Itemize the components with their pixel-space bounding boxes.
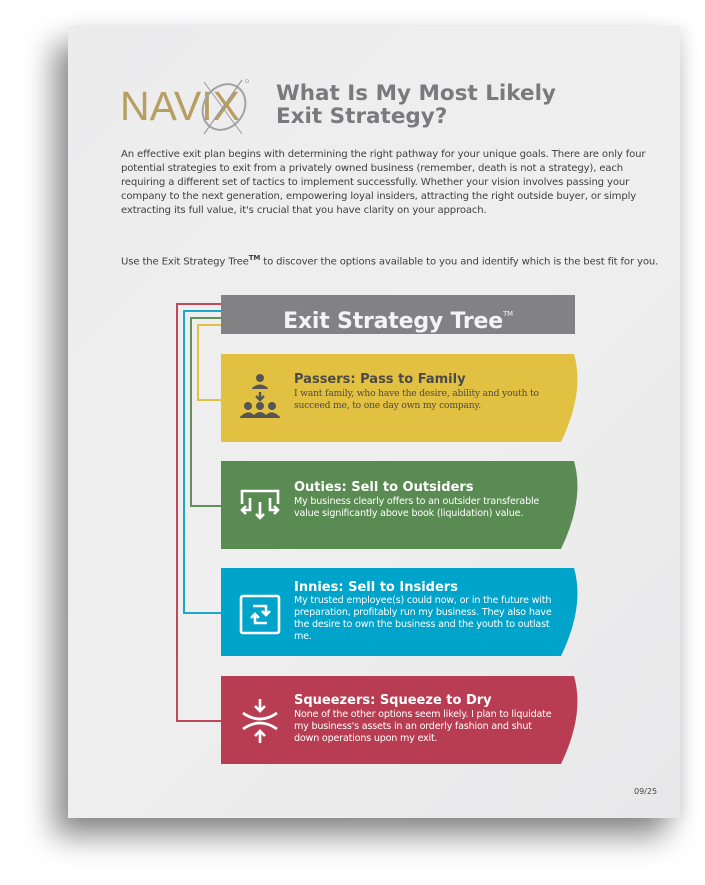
intro-paragraph: An effective exit plan begins with deter… xyxy=(121,149,646,216)
tree-header-trademark: TM xyxy=(502,310,513,318)
card-background xyxy=(221,568,578,656)
trademark-symbol: TM xyxy=(248,254,261,262)
connector-red xyxy=(176,303,223,722)
strategy-description: I want family, who have the desire, abil… xyxy=(294,388,539,411)
compress-arrows-icon xyxy=(242,699,278,743)
family-succession-icon xyxy=(240,374,280,418)
strategy-title: Innies: Sell to Insiders xyxy=(294,580,458,595)
card-background xyxy=(221,354,578,442)
strategy-title: Outies: Sell to Outsiders xyxy=(294,480,474,495)
usage-paragraph: Use the Exit Strategy TreeTM to discover… xyxy=(121,251,666,269)
usage-text-after: to discover the options available to you… xyxy=(260,256,659,268)
connector-green xyxy=(190,317,223,507)
exit-strategy-tree-header: Exit Strategy TreeTM xyxy=(221,295,575,334)
document-page: NAVIX What Is My Most Likely Exit Strate… xyxy=(68,26,680,818)
split-arrows-icon xyxy=(240,489,280,520)
strategy-card-innies: Innies: Sell to Insiders My trusted empl… xyxy=(221,568,581,656)
page-title: What Is My Most Likely Exit Strategy? xyxy=(276,81,556,129)
strategy-card-squeezers: Squeezers: Squeeze to Dry None of the ot… xyxy=(221,676,581,764)
logo-wordmark: NAVIX xyxy=(120,83,240,129)
tree-header-label: Exit Strategy Tree xyxy=(283,309,503,334)
exchange-arrows-icon xyxy=(239,594,281,635)
strategy-card-passers: Passers: Pass to Family I want family, w… xyxy=(221,354,581,442)
card-background xyxy=(221,676,578,764)
page-number: 09/25 xyxy=(634,787,658,796)
strategy-title: Passers: Pass to Family xyxy=(294,372,466,387)
strategy-title: Squeezers: Squeeze to Dry xyxy=(294,693,492,708)
navix-logo: NAVIX xyxy=(120,79,255,135)
strategy-card-outies: Outies: Sell to Outsiders My business cl… xyxy=(221,461,581,549)
connector-blue xyxy=(183,310,223,614)
logo-swoosh-icon xyxy=(201,79,249,135)
strategy-description: My trusted employee(s) could now, or in … xyxy=(294,595,552,642)
card-background xyxy=(221,461,578,549)
strategy-description: None of the other options seem likely. I… xyxy=(294,709,552,744)
usage-text-before: Use the Exit Strategy Tree xyxy=(121,256,249,268)
connector-yellow xyxy=(197,324,223,401)
strategy-description: My business clearly offers to an outside… xyxy=(294,496,540,519)
